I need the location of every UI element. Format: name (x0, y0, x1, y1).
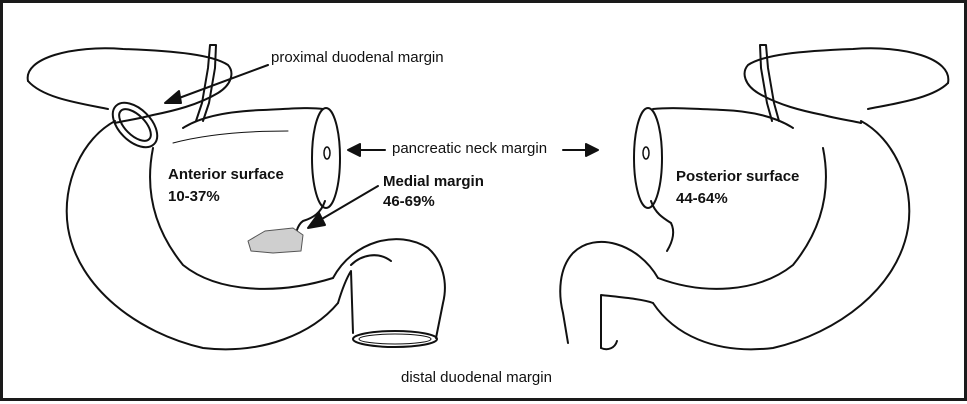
pancreas-diagram (3, 3, 967, 404)
distal-opening-inner-left (359, 334, 431, 344)
distal-duodenal-margin-label: distal duodenal margin (401, 369, 552, 386)
distal-opening-left (353, 331, 437, 347)
pylorus-ring-inner-left (114, 104, 156, 146)
pancreas-groove-left (173, 131, 288, 143)
posterior-surface-range: 44-64% (676, 190, 728, 207)
pancreas-left-border-right (651, 201, 673, 251)
arrow-neck-left-head (348, 144, 360, 156)
distal-duodenum-right (560, 242, 658, 343)
distal-duodenum-left-3 (351, 255, 391, 265)
stomach-remnant-left (28, 48, 232, 123)
duodenum-outer-right (653, 121, 909, 349)
posterior-surface-label: Posterior surface (676, 168, 799, 185)
pancreas-upper-border-left (183, 108, 323, 128)
arrow-proximal-head (165, 91, 181, 103)
arrow-medial-head (308, 213, 325, 228)
anterior-surface-label: Anterior surface (168, 166, 284, 183)
neck-cut-lumen-left (324, 147, 330, 159)
medial-margin-label: Medial margin (383, 173, 484, 190)
medial-margin-range: 46-69% (383, 193, 435, 210)
anterior-surface-range: 10-37% (168, 188, 220, 205)
stomach-remnant-right (745, 48, 949, 123)
neck-cut-lumen-right (643, 147, 649, 159)
distal-duodenum-left (333, 239, 445, 338)
stomach-inner-left (28, 81, 108, 109)
medial-margin-patch (248, 228, 303, 253)
arrow-proximal-line (171, 65, 268, 101)
distal-duodenum-right-2 (601, 295, 653, 348)
distal-duodenum-right-3 (601, 341, 617, 349)
proximal-duodenal-margin-label: proximal duodenal margin (271, 49, 444, 66)
pancreatic-neck-margin-label: pancreatic neck margin (392, 140, 547, 157)
pylorus-ring-left (105, 95, 166, 156)
stomach-inner-right (868, 83, 948, 109)
posterior-view (560, 45, 948, 349)
distal-duodenum-left-2 (338, 271, 353, 333)
pancreas-upper-border-right (653, 108, 793, 128)
arrow-neck-right-head (586, 144, 598, 156)
